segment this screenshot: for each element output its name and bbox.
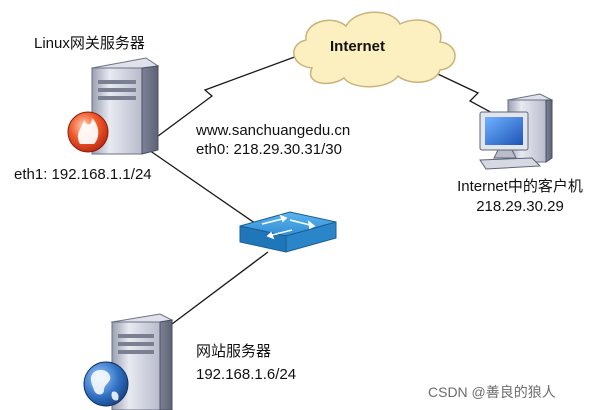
link-gateway-internet (149, 54, 301, 143)
watermark: CSDN @善良的狼人 (428, 384, 556, 400)
webserver-title: 网站服务器 (196, 343, 272, 360)
switch-icon (239, 209, 337, 253)
firewall-icon (67, 111, 109, 153)
internet-cloud (293, 11, 456, 88)
gateway-eth1: eth1: 192.168.1.1/24 (14, 166, 152, 183)
gateway-title: Linux网关服务器 (34, 35, 145, 52)
globe-icon (83, 361, 129, 407)
gateway-eth0: eth0: 218.29.30.31/30 (196, 141, 342, 158)
client-ip: 218.29.30.29 (476, 198, 564, 215)
client-pc (479, 93, 554, 170)
webserver-ip: 192.168.1.6/24 (196, 366, 297, 383)
client-title: Internet中的客户机 (457, 178, 583, 195)
linux-gateway-server (90, 57, 160, 155)
gateway-domain: www.sanchuangedu.cn (196, 122, 351, 139)
internet-label: Internet (330, 38, 386, 55)
link-gateway-switch (145, 147, 263, 229)
